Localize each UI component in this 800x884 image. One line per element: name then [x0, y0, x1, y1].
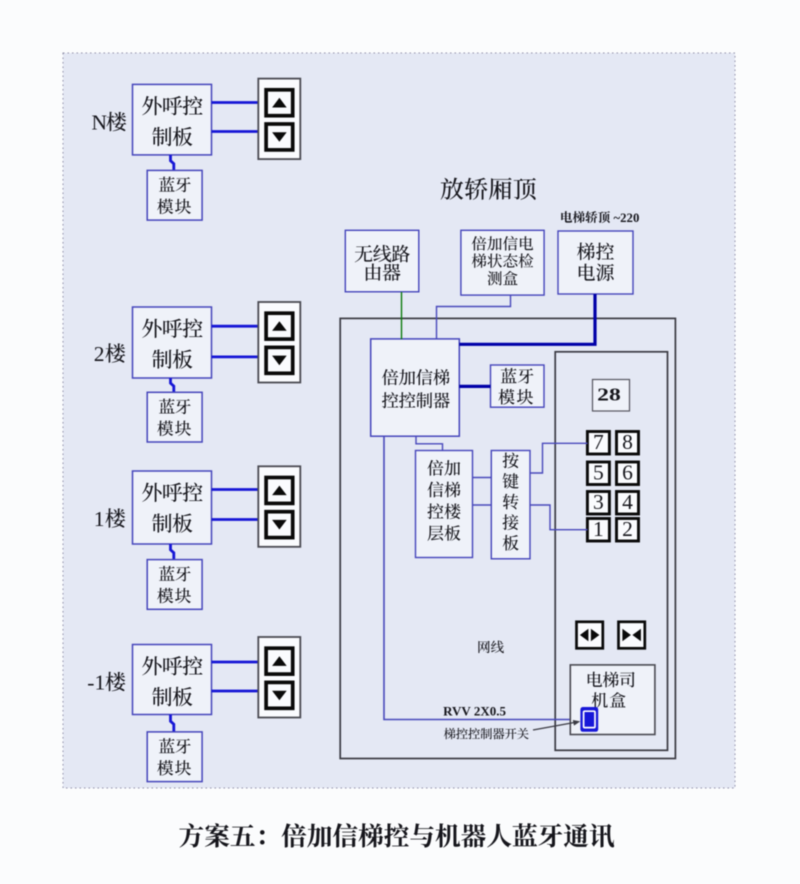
svg-text:7: 7: [593, 430, 604, 454]
svg-text:4: 4: [622, 490, 633, 514]
svg-text:N: N: [92, 111, 108, 135]
svg-text:28: 28: [597, 385, 621, 405]
svg-text:2: 2: [94, 342, 105, 366]
svg-text:1: 1: [593, 517, 604, 541]
svg-text:6: 6: [622, 460, 633, 484]
svg-text:-1: -1: [87, 671, 105, 695]
svg-text:8: 8: [622, 430, 633, 454]
svg-text:3: 3: [593, 490, 604, 514]
svg-text:~220: ~220: [614, 211, 640, 225]
svg-text:RVV 2X0.5: RVV 2X0.5: [443, 704, 506, 719]
svg-text:2: 2: [622, 517, 633, 541]
svg-text:1: 1: [94, 507, 105, 531]
svg-text:5: 5: [593, 460, 604, 484]
